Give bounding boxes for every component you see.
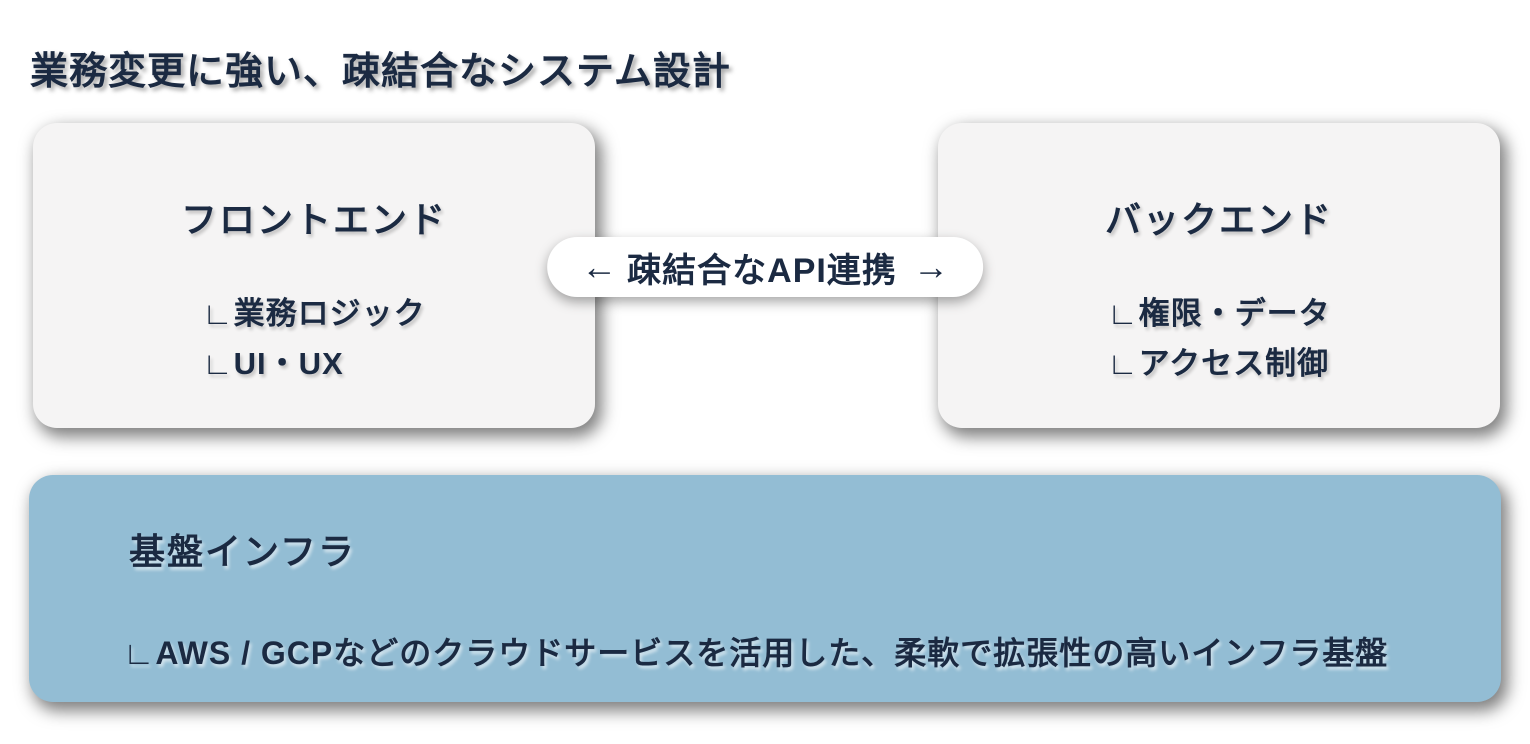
right-arrow-icon: → [912, 246, 949, 287]
frontend-card: フロントエンド ∟業務ロジック ∟UI・UX [33, 123, 595, 428]
backend-item-access-control: ∟アクセス制御 [1107, 346, 1330, 381]
frontend-item-ui-ux: ∟UI・UX [202, 346, 344, 381]
page-title: 業務変更に強い、疎結合なシステム設計 [30, 51, 731, 93]
backend-card-title: バックエンド [1104, 199, 1333, 240]
frontend-card-items: ∟業務ロジック ∟UI・UX [202, 289, 425, 389]
infrastructure-description: ∟AWS / GCPなどのクラウドサービスを活用した、柔軟で拡張性の高いインフラ… [123, 635, 1389, 671]
frontend-item-business-logic: ∟業務ロジック [202, 296, 426, 331]
api-connector-pill: ← 疎結合なAPI連携 → [547, 237, 983, 297]
frontend-card-title: フロントエンド [180, 199, 447, 240]
backend-card: バックエンド ∟権限・データ ∟アクセス制御 [938, 123, 1500, 428]
api-connector-label: 疎結合なAPI連携 [627, 251, 897, 290]
infrastructure-title: 基盤インフラ [129, 531, 356, 572]
infrastructure-panel: 基盤インフラ ∟AWS / GCPなどのクラウドサービスを活用した、柔軟で拡張性… [29, 475, 1501, 702]
backend-card-items: ∟権限・データ ∟アクセス制御 [1107, 289, 1330, 389]
left-arrow-icon: ← [581, 246, 618, 287]
backend-item-permissions-data: ∟権限・データ [1107, 296, 1331, 331]
